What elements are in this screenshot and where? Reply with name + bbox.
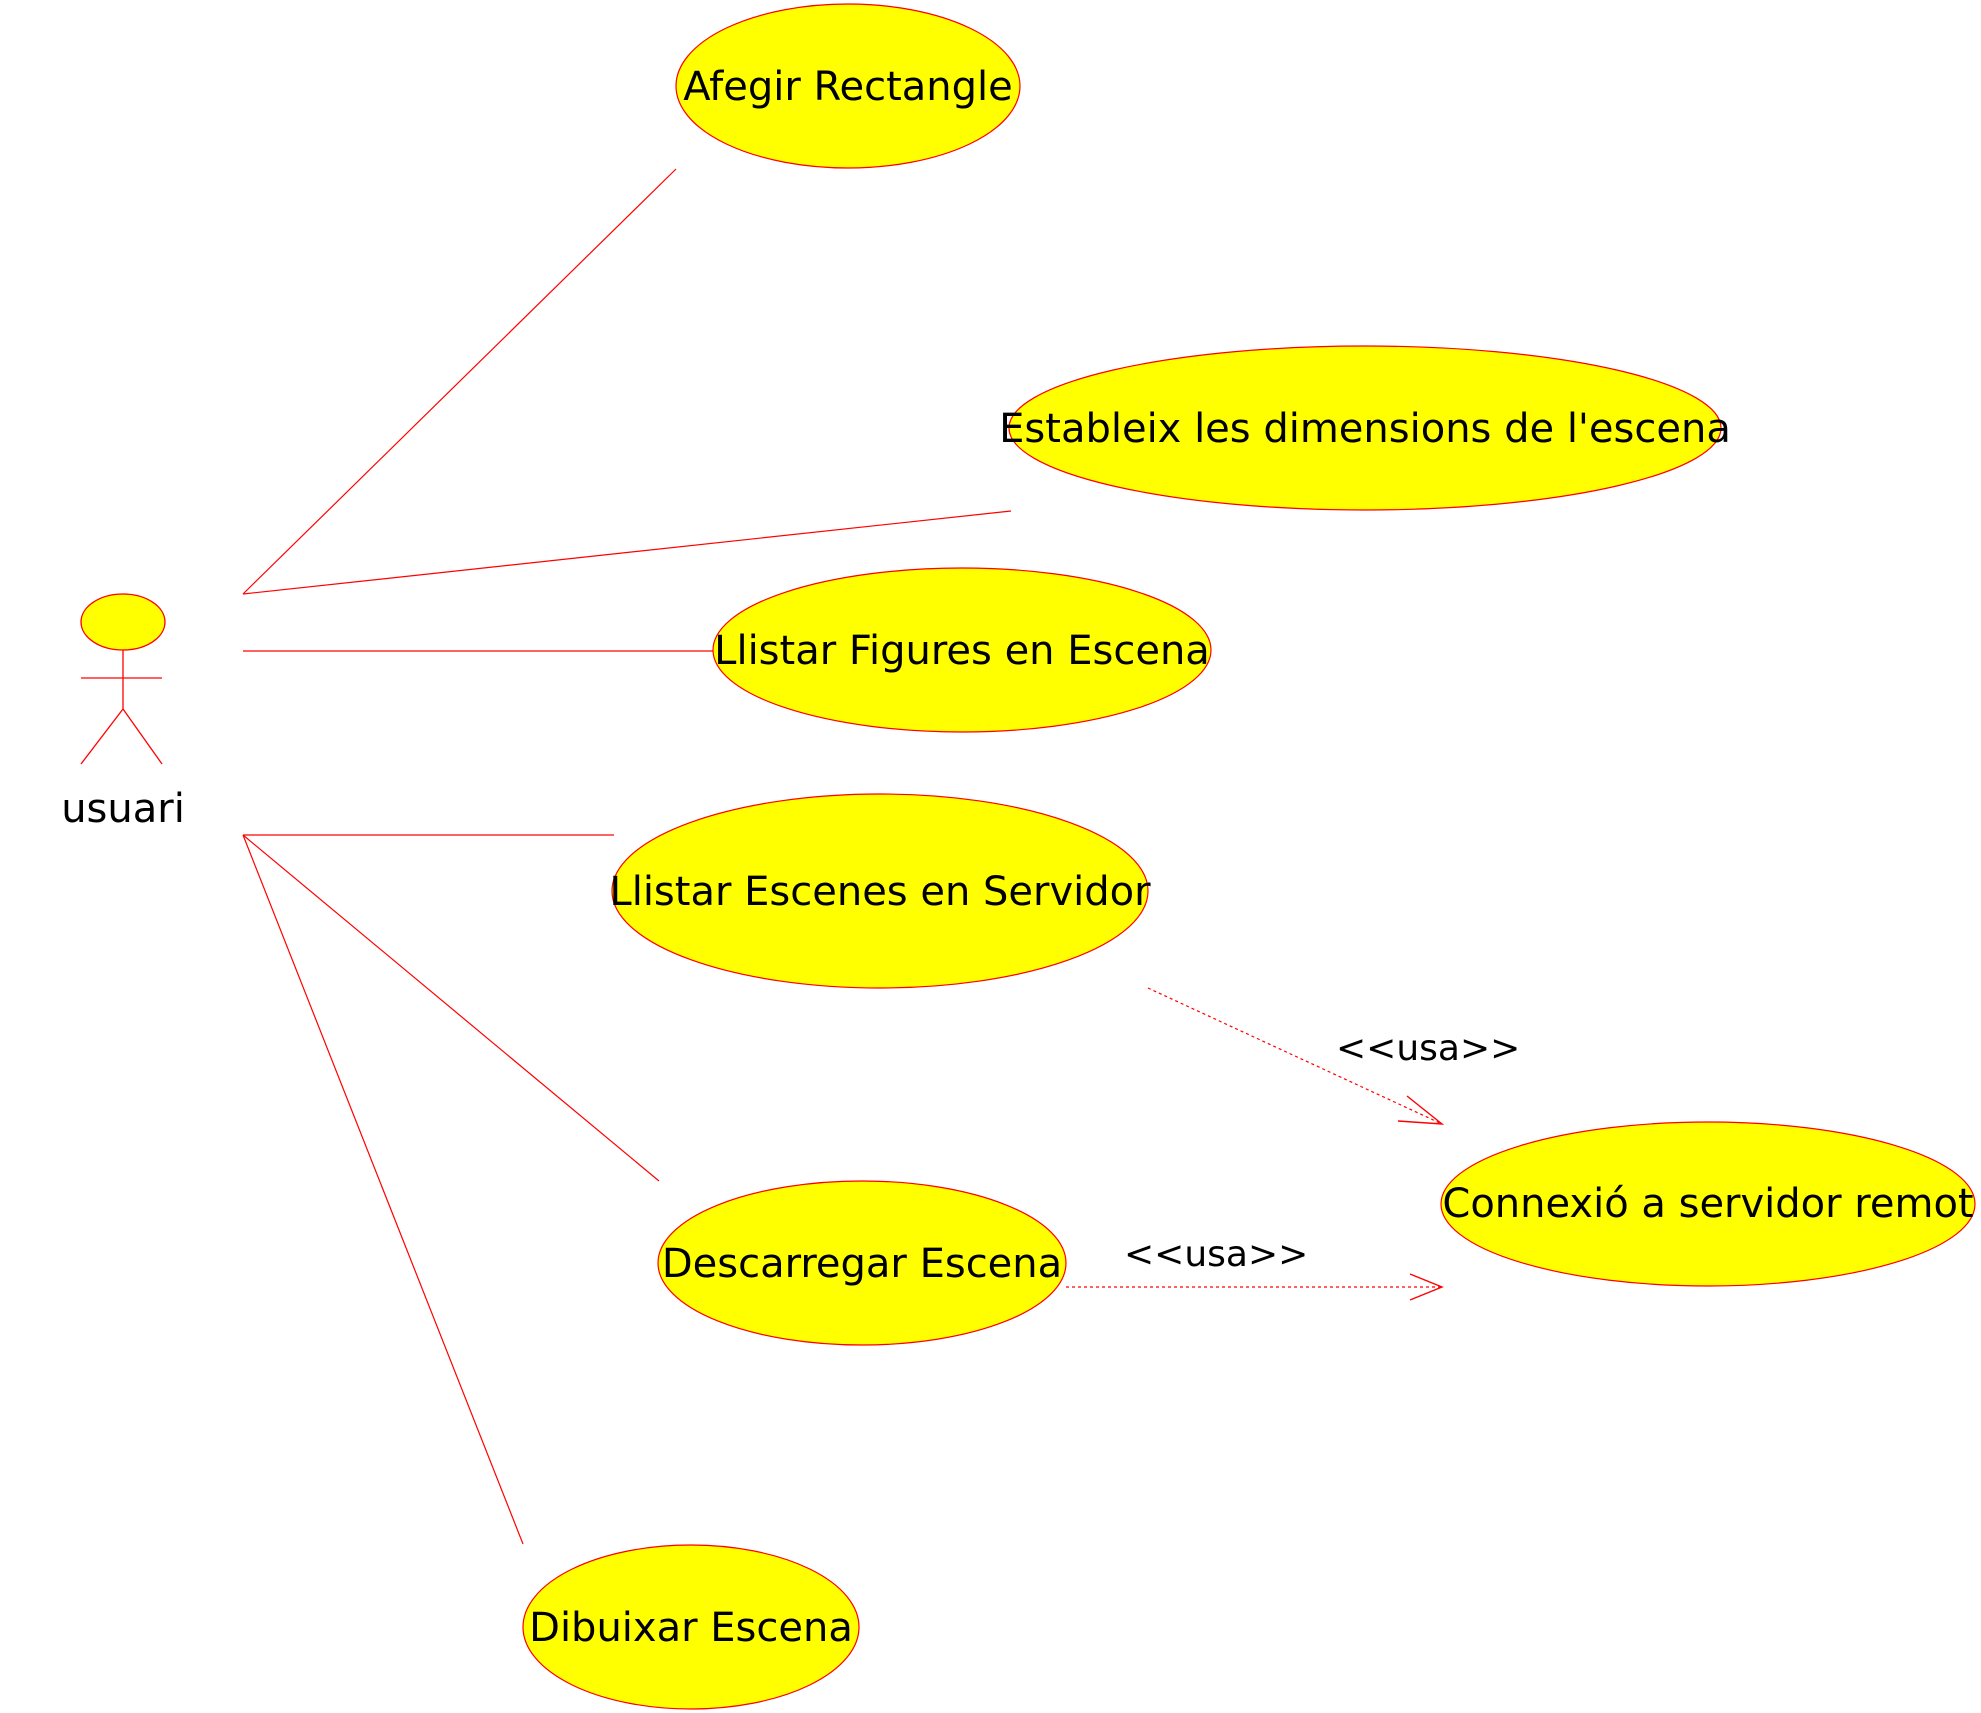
- use-case-estableix-dimensions: Estableix les dimensions de l'escena: [999, 345, 1731, 511]
- use-case-label-llistar-escenes: Llistar Escenes en Servidor: [609, 869, 1151, 915]
- use-case-label-connexio-servidor: Connexió a servidor remot: [1442, 1181, 1973, 1227]
- use-case-llistar-figures: Llistar Figures en Escena: [712, 567, 1212, 733]
- use-case-descarregar-escena: Descarregar Escena: [657, 1180, 1067, 1346]
- use-case-label-estableix-dimensions: Estableix les dimensions de l'escena: [999, 406, 1731, 452]
- actor-head: [80, 593, 166, 651]
- association-afegir-rectangle: [242, 168, 677, 595]
- association-descarregar-escena: [242, 834, 660, 1182]
- association-estableix-dimensions: [242, 510, 1012, 595]
- use-case-label-descarregar-escena: Descarregar Escena: [662, 1241, 1062, 1287]
- use-case-label-dibuixar-escena: Dibuixar Escena: [529, 1605, 853, 1651]
- actor-usuari: usuari: [61, 593, 185, 832]
- use-case-dibuixar-escena: Dibuixar Escena: [522, 1544, 860, 1710]
- actor-label: usuari: [61, 786, 185, 832]
- actor-right-leg: [122, 708, 163, 765]
- dependency-arrowhead-llistar-to-connexio: [1397, 1095, 1445, 1125]
- use-case-label-afegir-rectangle: Afegir Rectangle: [683, 64, 1013, 110]
- use-case-afegir-rectangle: Afegir Rectangle: [675, 3, 1021, 169]
- dependencies: <<usa>> <<usa>>: [1066, 987, 1520, 1301]
- use-case-label-llistar-figures: Llistar Figures en Escena: [714, 628, 1210, 674]
- dependency-arrowhead-descarregar-to-connexio: [1409, 1273, 1444, 1301]
- stereotype-label-1: <<usa>>: [1336, 1028, 1520, 1069]
- use-case-connexio-servidor: Connexió a servidor remot: [1440, 1121, 1976, 1287]
- use-case-llistar-escenes: Llistar Escenes en Servidor: [609, 793, 1151, 989]
- associations: [242, 168, 1012, 1545]
- association-dibuixar-escena: [242, 834, 524, 1545]
- actor-left-leg: [80, 708, 124, 765]
- stereotype-label-2: <<usa>>: [1124, 1234, 1308, 1275]
